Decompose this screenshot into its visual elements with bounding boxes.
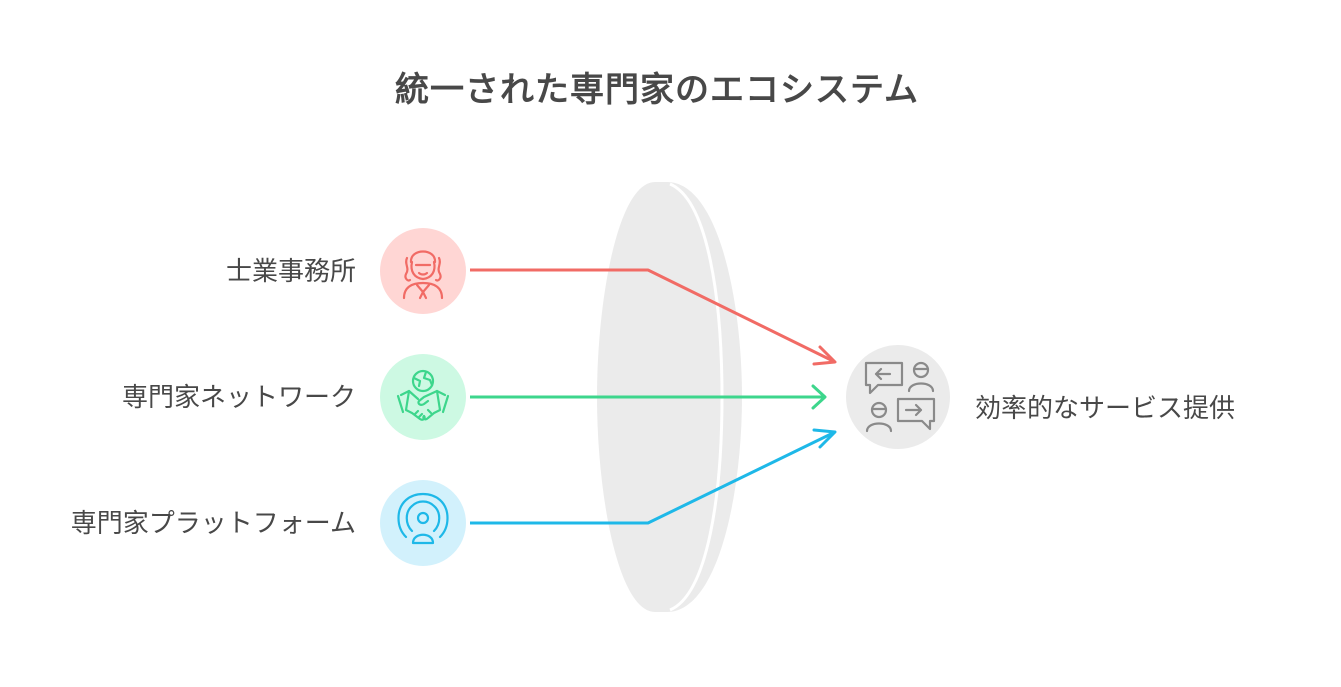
connector-platform bbox=[470, 428, 837, 525]
broadcast-person-icon bbox=[380, 480, 466, 566]
people-chat-exchange-icon bbox=[846, 345, 950, 449]
connector-network bbox=[470, 384, 827, 410]
input-label-platform: 専門家プラットフォーム bbox=[70, 509, 356, 539]
input-label-shigyo: 士業事務所 bbox=[225, 257, 356, 287]
lawyer-woman-icon bbox=[380, 228, 466, 314]
handshake-globe-icon bbox=[380, 354, 466, 440]
output-label: 効率的なサービス提供 bbox=[975, 394, 1236, 424]
connector-shigyo bbox=[470, 268, 837, 366]
diagram-title: 統一された専門家のエコシステム bbox=[395, 70, 919, 110]
input-label-network: 専門家ネットワーク bbox=[121, 383, 356, 413]
